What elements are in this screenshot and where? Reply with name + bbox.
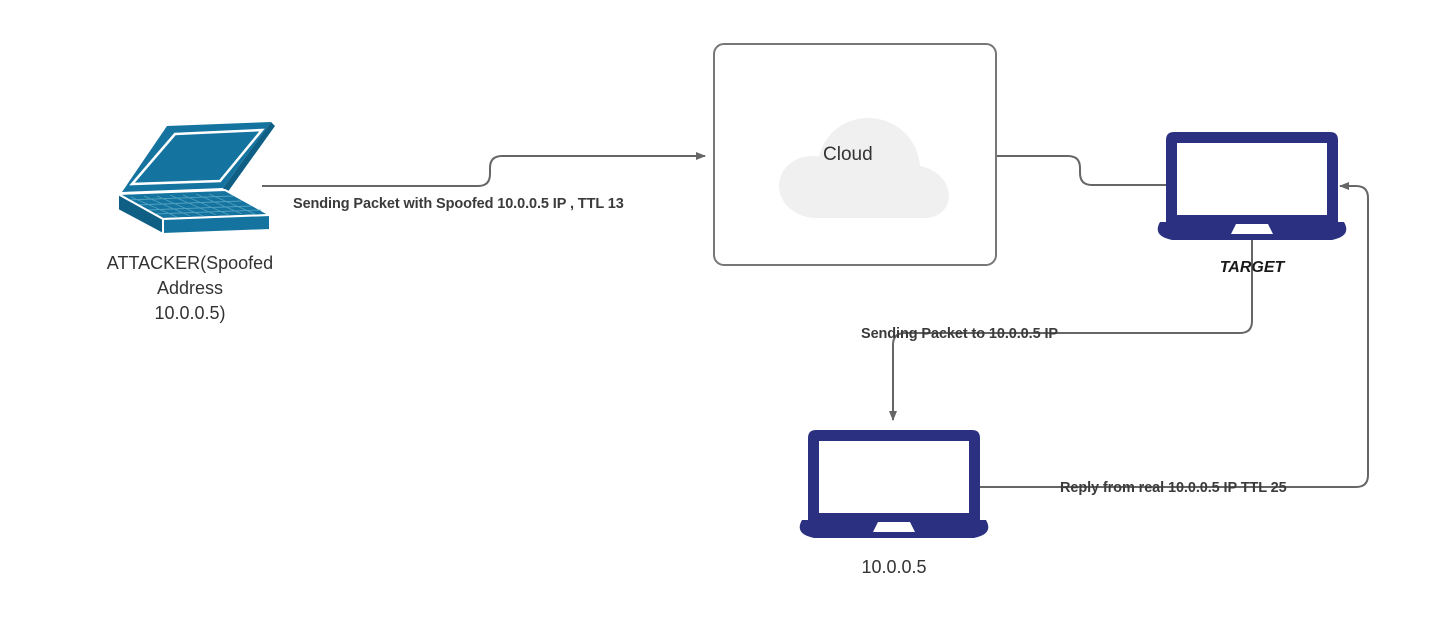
edge-label-target-to-victim: Sending Packet to 10.0.0.5 IP <box>861 326 1058 342</box>
target-laptop-icon <box>1157 132 1347 240</box>
victim-caption: 10.0.0.5 <box>861 557 927 577</box>
victim-laptop-icon <box>799 430 989 538</box>
attacker-caption-line1: ATTACKER(Spoofed <box>106 253 274 273</box>
edge-label-attacker-to-cloud: Sending Packet with Spoofed 10.0.0.5 IP … <box>293 196 624 212</box>
edge-target-to-victim <box>889 240 1253 421</box>
cloud-icon <box>779 118 949 218</box>
attacker-caption-line2: Address <box>156 278 224 298</box>
laptop-isometric-icon <box>114 120 275 233</box>
edge-label-victim-to-target: Reply from real 10.0.0.5 IP TTL 25 <box>1060 480 1287 496</box>
edge-attacker-to-cloud <box>262 152 706 187</box>
cloud-label: Cloud <box>823 144 873 165</box>
edge-victim-to-target <box>972 182 1369 488</box>
attacker-caption: ATTACKER(Spoofed Address 10.0.0.5) <box>65 251 315 326</box>
target-caption: TARGET <box>1219 259 1285 276</box>
attacker-caption-line3: 10.0.0.5) <box>154 303 226 323</box>
edge-cloud-to-target <box>996 155 1168 186</box>
